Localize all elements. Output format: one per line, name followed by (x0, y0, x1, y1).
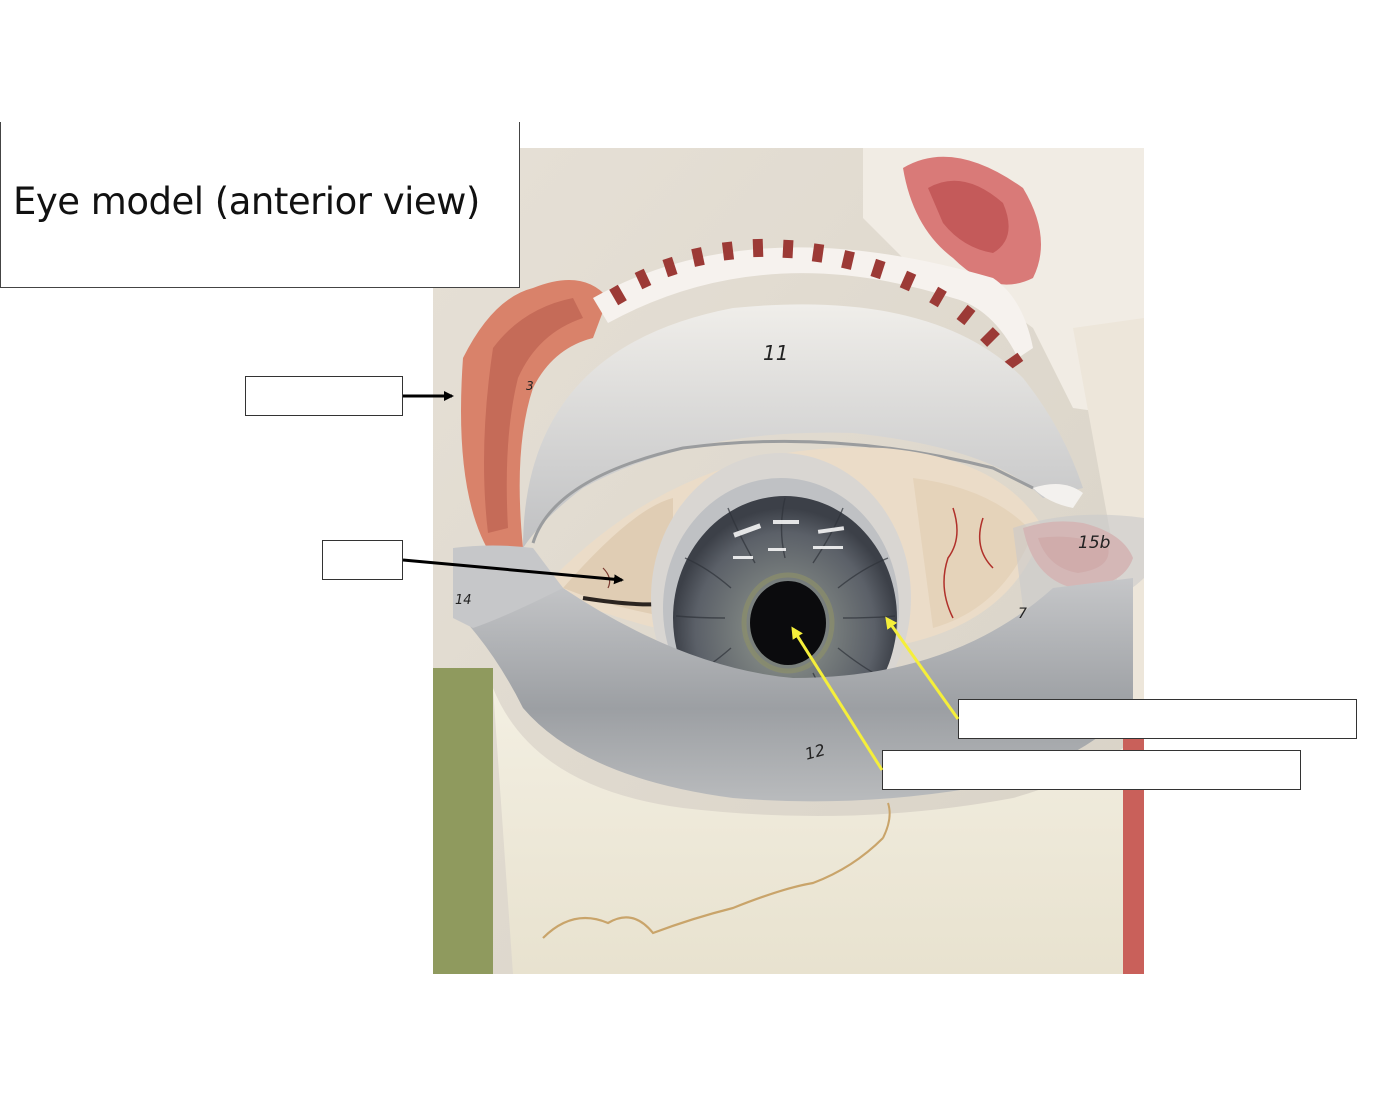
label-box-2[interactable] (322, 540, 403, 580)
model-number-7: 7 (1018, 606, 1027, 622)
model-number-15b: 15b (1078, 533, 1110, 553)
slide-title: Eye model (anterior view) (13, 180, 480, 223)
label-box-4[interactable] (882, 750, 1301, 790)
model-number-3: 3 (526, 379, 534, 393)
title-box: Eye model (anterior view) (0, 122, 520, 288)
label-box-1[interactable] (245, 376, 403, 416)
label-box-3[interactable] (958, 699, 1357, 739)
model-number-14: 14 (455, 593, 472, 608)
eye-model-photo: 11 12 14 15b 7 3 (433, 148, 1144, 974)
model-number-11: 11 (763, 341, 788, 365)
